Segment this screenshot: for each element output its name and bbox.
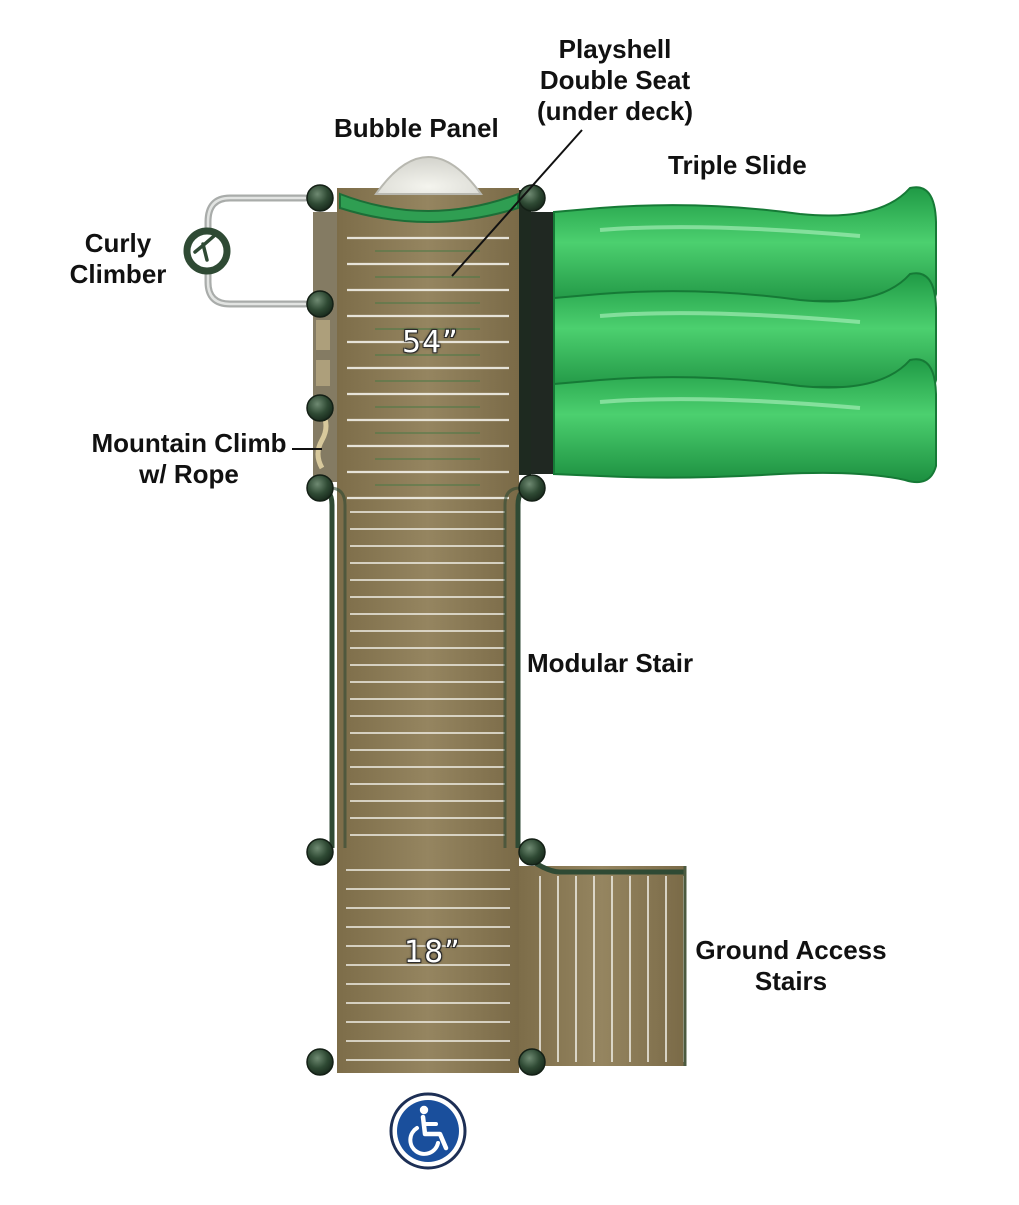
curly-climber — [183, 194, 309, 308]
upper-deck — [337, 188, 531, 512]
playshell-label: Playshell Double Seat (under deck) — [536, 34, 694, 126]
deck-post — [518, 838, 546, 866]
playshell-leader-line — [451, 129, 583, 277]
deck-post — [306, 474, 334, 502]
modular-stair-label: Modular Stair — [527, 648, 694, 678]
slide-highlight — [599, 311, 861, 324]
triple-slide-label: Triple Slide — [668, 150, 807, 180]
mountain-climb-label: Mountain Climb w/ Rope — [91, 428, 287, 489]
deck-post — [518, 474, 546, 502]
bubble-panel-label: Bubble Panel — [334, 113, 499, 143]
triple-slide — [530, 186, 937, 484]
lower-deck — [337, 855, 519, 1073]
slide-highlight — [599, 397, 861, 410]
modular-stair — [317, 485, 533, 855]
deck-post — [518, 184, 546, 212]
upper-deck-height: 54” — [402, 325, 459, 360]
deck-post — [306, 1048, 334, 1076]
deck-post — [518, 1048, 546, 1076]
ground-access-stairs — [518, 850, 687, 1066]
mountain-climb-panel — [313, 212, 337, 482]
bubble-panel — [339, 156, 519, 223]
deck-post — [306, 290, 334, 318]
slide-highlight — [599, 225, 861, 238]
slide-lane — [553, 186, 937, 312]
ground-access-label: Ground Access Stairs — [695, 935, 887, 996]
slide-lane — [553, 358, 937, 484]
lower-deck-height: 18” — [404, 935, 461, 970]
curly-climber-label: Curly Climber — [69, 228, 167, 289]
deck-post — [306, 394, 334, 422]
deck-post — [306, 838, 334, 866]
wheelchair-icon — [389, 1092, 467, 1170]
deck-post — [306, 184, 334, 212]
